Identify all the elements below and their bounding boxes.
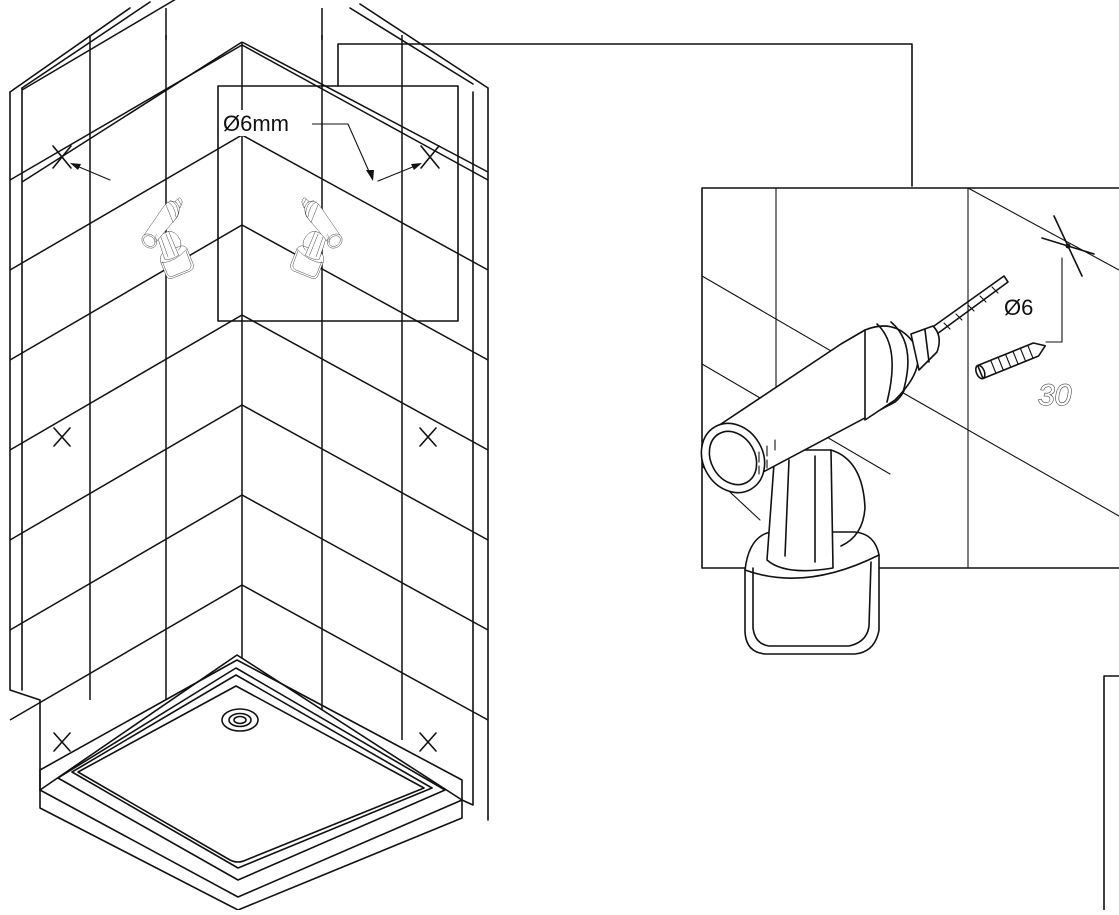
arrow-head (70, 163, 81, 170)
detail-diameter-label: Ø6mm (223, 111, 289, 136)
grout-line (9, 584, 489, 721)
drain-icon (221, 708, 259, 732)
left-wall-edge (9, 87, 41, 791)
next-step-frame (1103, 675, 1119, 911)
grout-line (9, 44, 489, 181)
grout-line (241, 41, 489, 173)
drill-icon (688, 321, 941, 655)
grout-line (9, 494, 489, 631)
right-wall-edge (461, 87, 489, 821)
drill-mark-icon (419, 427, 437, 447)
plug-length-label: 30 (1038, 379, 1072, 412)
drill-mark-icon (52, 145, 72, 169)
drill-mark-icon (53, 427, 71, 447)
grout-line (9, 314, 489, 451)
drill-mark-icon (53, 732, 71, 752)
grout-line (21, 0, 176, 91)
right-wall-top (349, 3, 489, 89)
drill-mark-icon (419, 732, 437, 752)
bit-diameter-label: Ø6 (1004, 295, 1033, 320)
wall-plug-icon (974, 342, 1047, 380)
shower-tray-icon (39, 654, 463, 911)
detail-connector (337, 43, 913, 187)
shower-corner: Ø6mm (9, 0, 489, 911)
arrow-head (411, 163, 422, 170)
grout-line (9, 404, 489, 541)
grout-line (9, 134, 489, 271)
arrow-head (366, 170, 374, 181)
drill-icon (128, 196, 208, 285)
detail-view: Ø6 30 (688, 187, 1119, 655)
grout-line (21, 41, 243, 183)
label-bg (222, 110, 312, 136)
tile-grid (9, 0, 489, 740)
detail-panel (701, 187, 1119, 569)
diameter-leader (311, 123, 372, 177)
drill-mark-icon (1041, 215, 1095, 277)
left-wall-top (9, 1, 151, 93)
drill-mark-icon (420, 145, 440, 169)
grout-line (9, 224, 489, 361)
drill-icon (276, 196, 356, 285)
plug-leader (1045, 257, 1063, 343)
